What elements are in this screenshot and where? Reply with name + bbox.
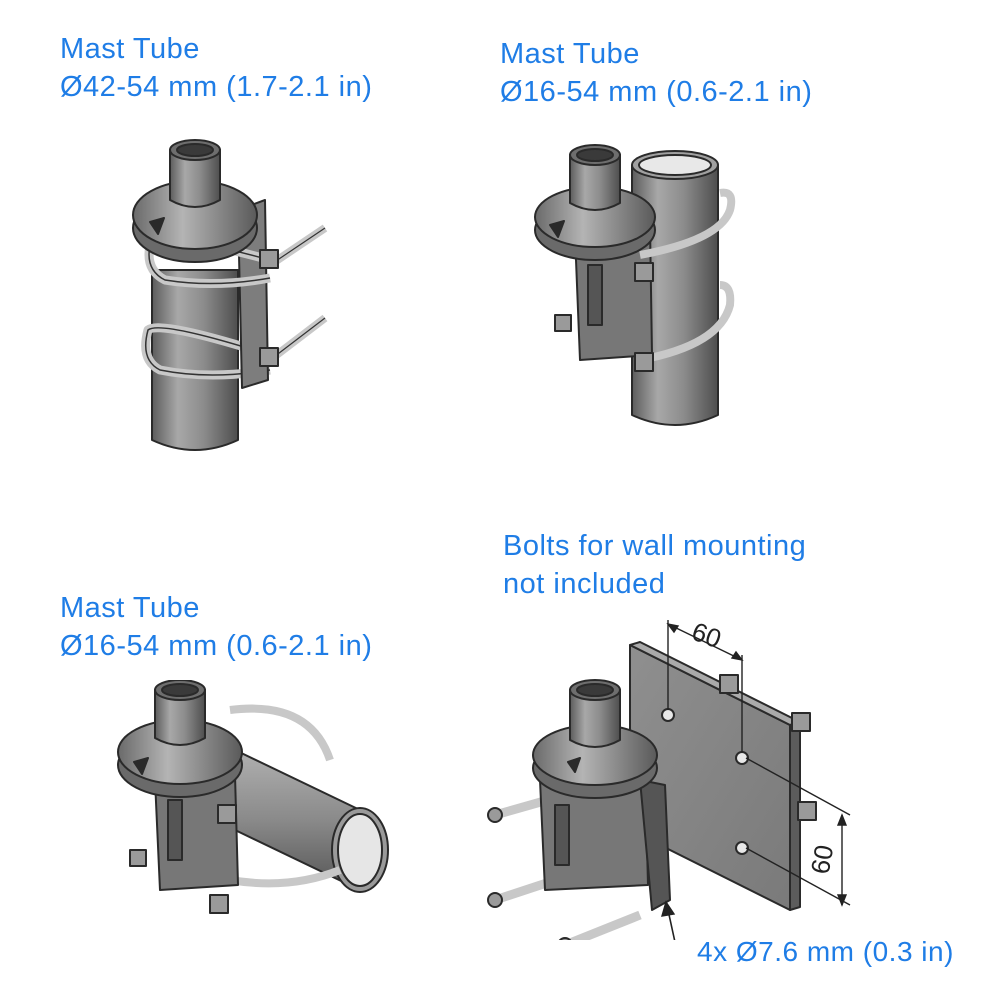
horizontal-mast-mount-illustration bbox=[117, 680, 389, 914]
wall-mount-illustration bbox=[487, 620, 851, 940]
caption-horizontal-mast: Mast Tube Ø16-54 mm (0.6-2.1 in) bbox=[60, 589, 372, 665]
caption-title: Mast Tube bbox=[500, 38, 640, 70]
caption-side-mast: Mast Tube Ø16-54 mm (0.6-2.1 in) bbox=[500, 35, 812, 111]
caption-note-line1: Bolts for wall mounting bbox=[503, 530, 807, 562]
caption-diameter: Ø42-54 mm (1.7-2.1 in) bbox=[60, 71, 373, 103]
vertical-mast-mount-illustration bbox=[132, 139, 328, 451]
hole-diameter-callout: 4x Ø7.6 mm (0.3 in) bbox=[697, 936, 954, 967]
caption-wall-mount: Bolts for wall mounting not included bbox=[503, 527, 806, 603]
dimension-vertical-label: 60 bbox=[804, 842, 840, 877]
caption-diameter: Ø16-54 mm (0.6-2.1 in) bbox=[60, 630, 373, 662]
caption-note-line2: not included bbox=[503, 568, 666, 600]
caption-diameter: Ø16-54 mm (0.6-2.1 in) bbox=[500, 76, 813, 108]
side-mast-mount-illustration bbox=[534, 144, 736, 426]
caption-vertical-mast: Mast Tube Ø42-54 mm (1.7-2.1 in) bbox=[60, 30, 372, 106]
caption-title: Mast Tube bbox=[60, 592, 200, 624]
caption-title: Mast Tube bbox=[60, 33, 200, 65]
